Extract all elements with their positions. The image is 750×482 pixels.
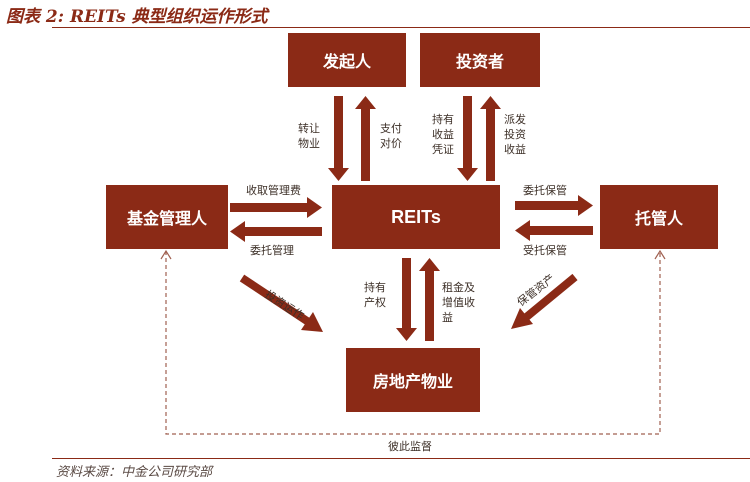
source-note: 资料来源：中金公司研究部 bbox=[56, 465, 213, 480]
arrow-left-accept-custody bbox=[515, 220, 593, 241]
dashed-supervision-loop bbox=[165, 251, 661, 435]
figure-title: 图表 2: REITs 典型组织运作形式 bbox=[6, 7, 268, 27]
arrow-up-distribute-income bbox=[480, 96, 501, 181]
label-entrust-custody: 委托保管 bbox=[523, 184, 567, 197]
arrow-up-rent-appreciation bbox=[419, 258, 440, 341]
arrow-down-transfer bbox=[328, 96, 349, 181]
label-mutual-supervision: 彼此监督 bbox=[388, 440, 432, 453]
label-transfer-property: 转让 物业 bbox=[298, 122, 320, 150]
label-accept-custody: 受托保管 bbox=[523, 244, 567, 257]
node-investor: 投资者 bbox=[420, 33, 540, 87]
arrow-diagonal-invest-operate bbox=[239, 274, 323, 332]
node-property: 房地产物业 bbox=[346, 348, 480, 412]
arrow-up-pay bbox=[355, 96, 376, 181]
node-sponsor: 发起人 bbox=[288, 33, 406, 87]
top-rule bbox=[52, 27, 750, 28]
node-fund-manager: 基金管理人 bbox=[106, 185, 228, 249]
arrow-down-hold-rights bbox=[396, 258, 417, 341]
dashed-arrowhead-left bbox=[160, 249, 172, 260]
arrow-diagonal-custody-assets bbox=[511, 273, 578, 329]
label-hold-income-certificate: 持有 收益 凭证 bbox=[432, 113, 454, 156]
bottom-rule bbox=[52, 458, 750, 459]
label-distribute-income: 派发 投资 收益 bbox=[504, 113, 526, 156]
arrow-right-entrust-custody bbox=[515, 195, 593, 216]
label-hold-property-rights: 持有 产权 bbox=[364, 281, 386, 309]
label-collect-fee: 收取管理费 bbox=[246, 184, 301, 197]
dashed-arrowhead-right bbox=[654, 249, 666, 260]
arrow-left-entrust-management bbox=[230, 221, 322, 242]
arrow-down-hold-certificate bbox=[457, 96, 478, 181]
label-pay-consideration: 支付 对价 bbox=[380, 122, 402, 150]
label-entrust-management: 委托管理 bbox=[250, 244, 294, 257]
label-rent-appreciation: 租金及 增值收 益 bbox=[442, 281, 475, 324]
arrow-right-collect-fee bbox=[230, 197, 322, 218]
node-custodian: 托管人 bbox=[600, 185, 718, 249]
node-reits: REITs bbox=[332, 185, 500, 249]
